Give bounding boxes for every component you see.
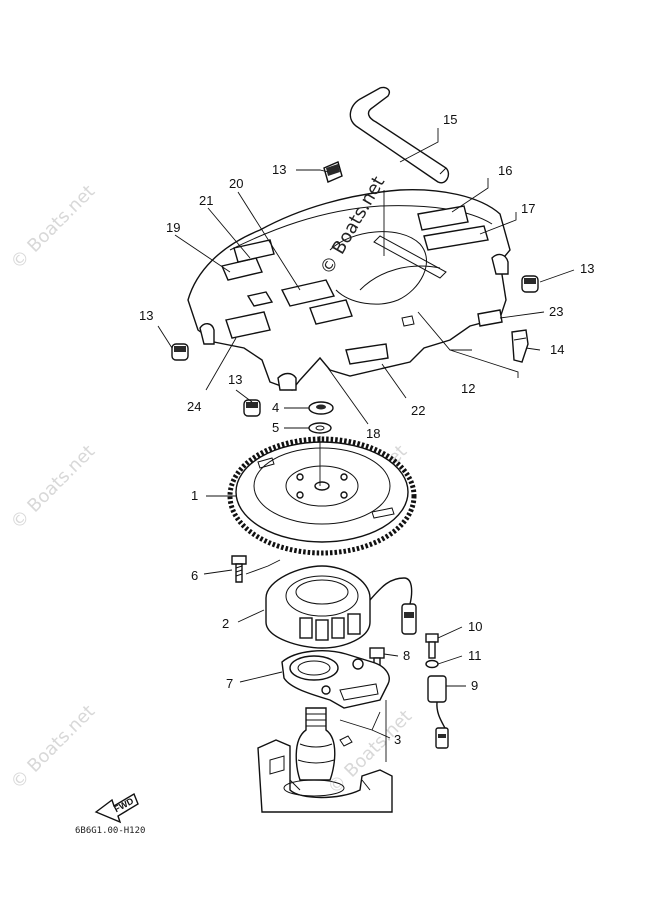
part-nut (308, 401, 334, 415)
callout-17: 17 (521, 201, 535, 216)
part-pulser-coil (427, 675, 449, 749)
callout-12: 12 (461, 381, 475, 396)
callout-23: 23 (549, 304, 563, 319)
callout-13-right: 13 (580, 261, 594, 276)
part-engine-block (257, 735, 393, 813)
part-stator (265, 565, 417, 649)
diagram-code: 6B6G1.00-H120 (75, 826, 145, 836)
callout-13-lower: 13 (228, 372, 242, 387)
part-washer-11 (425, 659, 439, 669)
callout-13-left: 13 (139, 308, 153, 323)
callout-15: 15 (443, 112, 457, 127)
part-base-plate (281, 650, 390, 709)
callout-1: 1 (191, 488, 198, 503)
callout-9: 9 (471, 678, 478, 693)
callout-13-top: 13 (272, 162, 286, 177)
callout-20: 20 (229, 176, 243, 191)
part-bolt-6 (231, 555, 247, 583)
callout-4: 4 (272, 400, 279, 415)
callout-19: 19 (166, 220, 180, 235)
part-crankshaft (295, 707, 336, 781)
callout-8: 8 (403, 648, 410, 663)
callout-labels: 15 13 16 20 21 17 19 13 13 23 14 12 13 2… (139, 112, 594, 747)
leader-lines (157, 128, 575, 762)
callout-6: 6 (191, 568, 198, 583)
grommet-right (521, 275, 539, 293)
fwd-arrow-icon: FWD (94, 792, 139, 824)
callout-14: 14 (550, 342, 564, 357)
callout-16: 16 (498, 163, 512, 178)
callout-7: 7 (226, 676, 233, 691)
callout-18: 18 (366, 426, 380, 441)
part-flywheel (227, 436, 417, 556)
watermark-left-bottom: © Boats.net (7, 701, 99, 793)
part-clip (511, 329, 529, 363)
callout-10: 10 (468, 619, 482, 634)
callout-2: 2 (222, 616, 229, 631)
grommet-left (171, 343, 189, 361)
callout-24: 24 (187, 399, 201, 414)
callout-3: 3 (394, 732, 401, 747)
grommet-lower (243, 399, 261, 417)
callout-5: 5 (272, 420, 279, 435)
watermark-left-top: © Boats.net (7, 181, 99, 273)
part-tube (349, 86, 450, 184)
part-washer (308, 422, 332, 434)
part-bolt-10 (425, 633, 439, 659)
watermark-left-middle: © Boats.net (7, 441, 99, 533)
grommet-top (323, 161, 343, 183)
callout-21: 21 (199, 193, 213, 208)
callout-22: 22 (411, 403, 425, 418)
callout-11: 11 (468, 648, 482, 663)
